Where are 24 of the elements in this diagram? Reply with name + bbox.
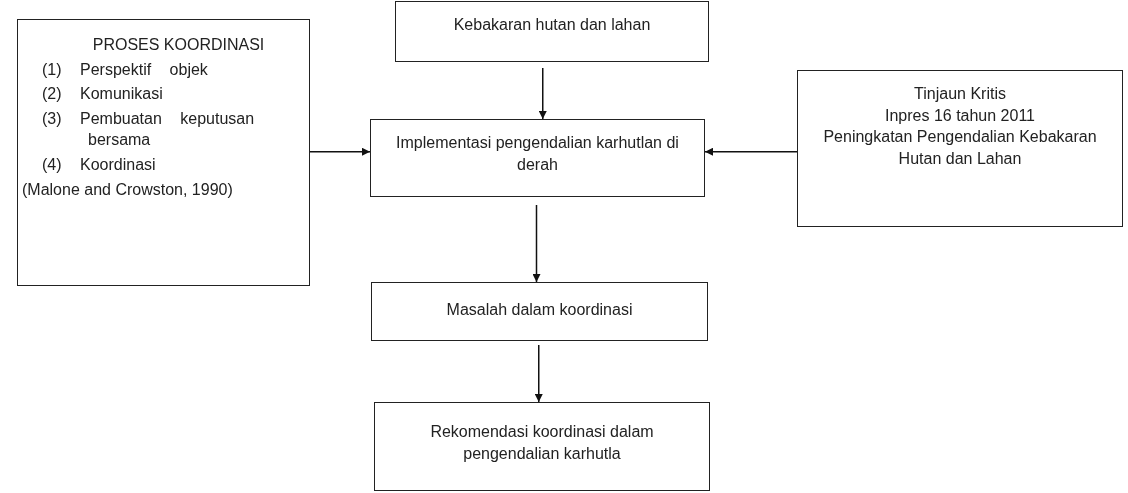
citation-text: (Malone and Crowston, 1990) (22, 179, 234, 200)
box-text: Tinjaun Kritis (914, 84, 1006, 104)
heading-text: PROSES KOORDINASI (91, 35, 266, 55)
process-box (374, 402, 710, 491)
arrow (704, 147, 798, 156)
process-box (370, 119, 705, 197)
process-box (371, 282, 708, 341)
list-item: (2) Komunikasi (41, 84, 164, 105)
box-text: Rekomendasi koordinasi dalam pengendalian karhutla (429, 422, 655, 464)
box-text: Inpres 16 tahun 2011 (884, 105, 1035, 126)
box-text: Masalah dalam koordinasi (446, 300, 633, 320)
list-item: (3) Pembuatan keputusan bersama (41, 108, 256, 151)
list-item: (1) Perspektif objek (41, 59, 209, 80)
box-text: Implementasi pengendalian karhutlan di derah (395, 133, 680, 175)
arrow (538, 67, 547, 120)
process-box (395, 1, 709, 62)
box-text: Kebakaran hutan dan lahan (453, 15, 651, 35)
arrow (532, 204, 541, 283)
process-box (17, 19, 310, 286)
list-item: (4) Koordinasi (41, 154, 157, 175)
process-box (797, 70, 1123, 227)
box-text: Peningkatan Pengendalian Kebakaran Hutan dan Lahan (822, 127, 1098, 169)
arrow (534, 344, 543, 403)
arrow (309, 147, 371, 156)
